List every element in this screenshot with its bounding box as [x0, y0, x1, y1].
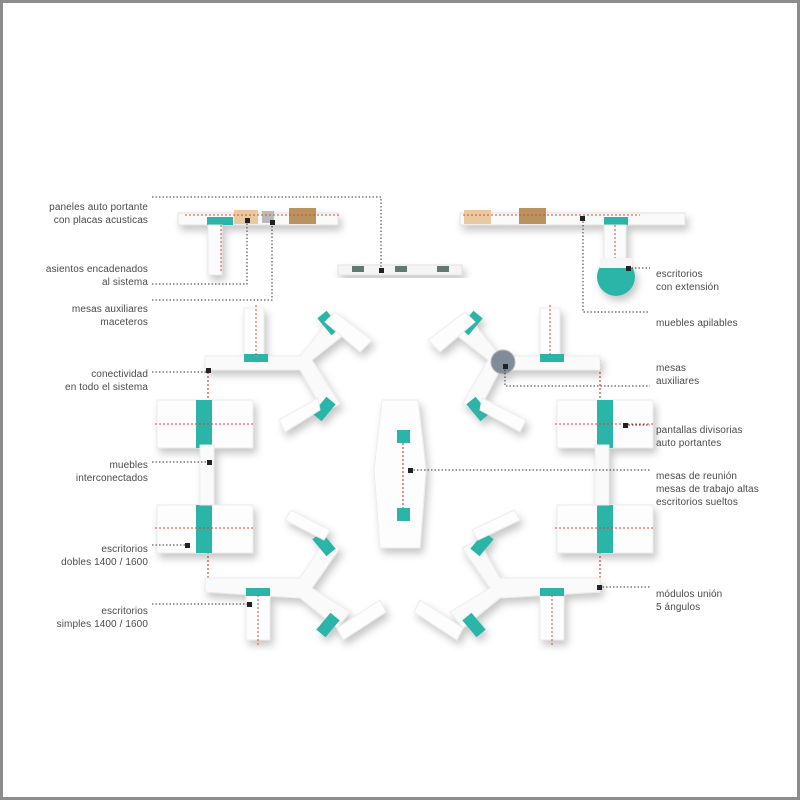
label-escritorios-simples: escritorios simples 1400 / 1600	[56, 606, 148, 630]
label-conectividad: conectividad en todo el sistema	[65, 369, 148, 393]
chained-seating	[337, 264, 463, 276]
label-mesas-aux-maceteros: mesas auxiliares maceteros	[71, 304, 148, 328]
auxiliary-table-circle	[490, 349, 516, 375]
leader-markers	[185, 216, 631, 607]
label-muebles-apilables: muebles apilables	[656, 318, 738, 329]
label-mesas-reunion: mesas de reunión mesas de trabajo altas …	[656, 471, 759, 508]
label-pantallas-divisorias: pantallas divisorias auto portantes	[656, 425, 743, 449]
label-muebles-interconectados: muebles interconectados	[75, 460, 148, 484]
label-escritorios-extension: escritorios con extensión	[656, 269, 720, 293]
meeting-table	[373, 399, 427, 549]
right-cluster	[413, 307, 654, 641]
leader-lines	[152, 196, 650, 605]
label-escritorios-dobles: escritorios dobles 1400 / 1600	[61, 544, 148, 568]
left-cluster	[156, 307, 387, 641]
label-paneles: paneles auto portante con placas acustic…	[49, 202, 148, 226]
acoustic-panel-bench-right	[459, 208, 686, 266]
label-mesas-auxiliares: mesas auxiliares	[656, 363, 700, 387]
acoustic-panel-bench-left	[177, 208, 339, 276]
label-asientos: asientos encadenados al sistema	[45, 264, 148, 288]
label-modulos-union: módulos unión 5 ángulos	[656, 589, 723, 613]
